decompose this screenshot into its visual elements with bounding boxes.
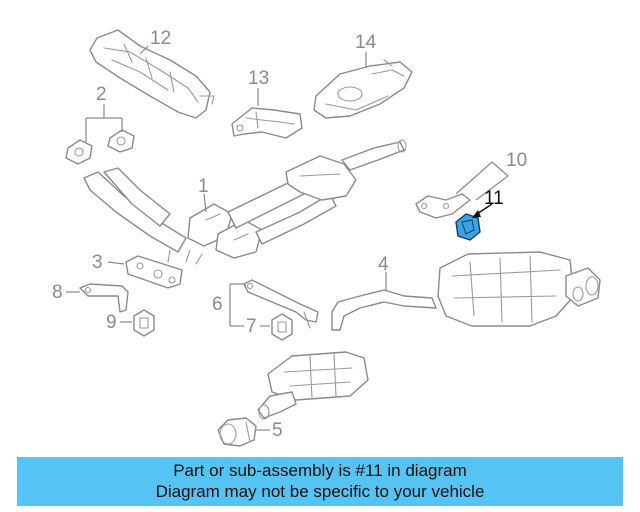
part-14-heat-shield [313,59,413,119]
callout-12: 12 [150,28,171,49]
info-banner: Part or sub-assembly is #11 in diagram D… [17,457,623,506]
callout-4: 4 [378,254,389,275]
part-11-insulator [455,213,481,241]
leader-12 [139,45,149,55]
callout-3: 3 [92,252,103,273]
part-9-insulator [133,309,155,337]
part-6-bracket [243,279,319,329]
banner-line-1: Part or sub-assembly is #11 in diagram [173,461,467,480]
part-2-gaskets [65,129,135,165]
part-1-front-pipe [83,139,407,265]
banner-line-2: Diagram may not be specific to your vehi… [155,482,485,501]
callout-1: 1 [198,176,209,197]
part-13-bracket [231,107,303,139]
leader-6 [229,283,246,327]
part-4-rear-muffler [331,251,601,331]
part-8-bracket [79,283,129,313]
leader-3 [107,261,125,265]
callout-7: 7 [246,316,257,337]
leader-1 [203,193,207,213]
callout-8: 8 [52,282,63,303]
callout-9: 9 [106,312,117,333]
leader-11-arrowhead [472,210,481,218]
part-3-gasket [125,255,183,289]
part-10-bracket [415,193,471,219]
part-5-clamp [217,417,257,447]
callout-13: 13 [248,68,269,89]
part-7-insulator [271,313,293,341]
callout-14: 14 [355,32,377,53]
callout-2: 2 [96,84,107,105]
callout-6: 6 [212,294,223,315]
leader-2 [85,104,123,142]
exhaust-parts-diagram: 12 13 14 2 1 [52,28,601,447]
callout-5: 5 [272,420,283,441]
callout-10: 10 [506,150,527,171]
center-muffler [257,351,369,420]
leader-10 [455,161,509,201]
callout-11: 11 [484,188,504,209]
